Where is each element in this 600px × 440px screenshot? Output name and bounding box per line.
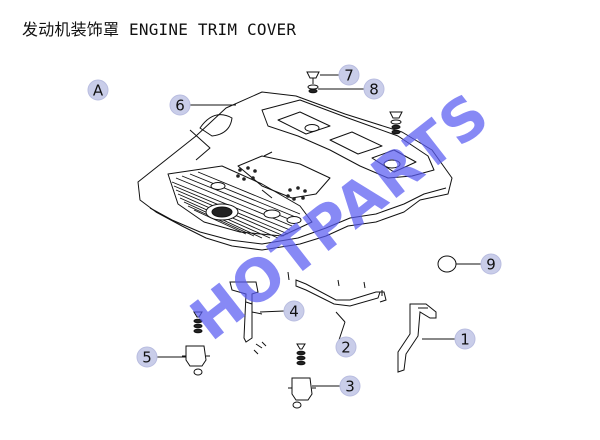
svg-text:5: 5: [142, 349, 152, 367]
page-title: 发动机装饰罩 ENGINE TRIM COVER: [22, 20, 297, 39]
callout-2: 2: [335, 336, 357, 358]
callout-3: 3: [339, 375, 361, 397]
leader-lines: [157, 74, 481, 387]
callout-6: 6: [169, 94, 191, 116]
grommet-part-9: [437, 255, 457, 273]
callout-7: 7: [338, 64, 360, 86]
callout-9: 9: [480, 253, 502, 275]
bracket-part-2: [287, 271, 387, 307]
svg-text:3: 3: [345, 378, 355, 396]
svg-text:8: 8: [369, 81, 379, 99]
view-label: A: [87, 79, 109, 101]
svg-text:A: A: [93, 82, 104, 100]
svg-text:7: 7: [344, 67, 354, 85]
svg-text:4: 4: [289, 303, 299, 321]
callout-5: 5: [136, 346, 158, 368]
fastener-7-8-group: [306, 71, 403, 135]
svg-text:6: 6: [175, 97, 185, 115]
callout-1: 1: [454, 328, 476, 350]
bracket-part-4: [229, 281, 267, 355]
callout-4: 4: [283, 300, 305, 322]
svg-text:2: 2: [341, 339, 351, 357]
mount-part-5: [182, 311, 210, 376]
svg-text:9: 9: [486, 256, 496, 274]
svg-text:1: 1: [460, 331, 470, 349]
bracket-part-1: [397, 303, 437, 373]
engine-trim-cover: [137, 91, 453, 251]
callout-8: 8: [363, 78, 385, 100]
mount-part-3: [288, 343, 316, 409]
